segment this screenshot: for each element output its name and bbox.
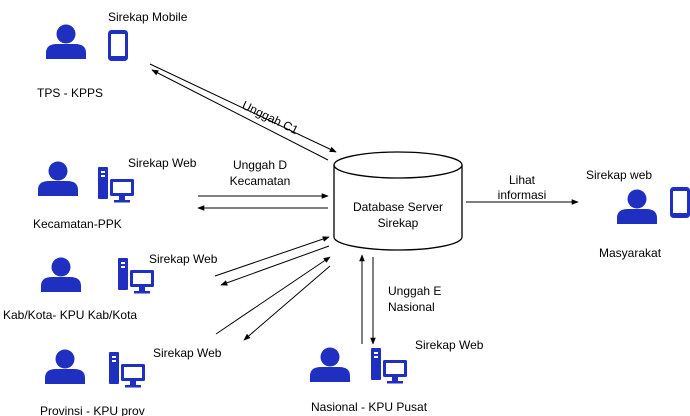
arrow-tps-to-db [149,63,337,153]
edge-label-unggah-e-line2: Nasional [388,300,435,314]
kabkota-device-label: Sirekap Web [149,252,218,266]
arrows-layer [149,63,579,345]
user-icon [41,257,81,292]
edge-label-unggah-e: Unggah E Nasional [388,284,441,314]
user-icon [310,347,350,382]
arrow-provinsi-to-db [215,256,331,335]
masyarakat-device-label: Sirekap web [586,168,653,182]
edge-label-lihat-informasi: Lihat informasi [482,173,562,202]
database-label-line2: Sirekap [377,216,419,230]
user-icon [38,161,78,196]
arrow-db-to-provinsi [243,265,331,341]
mobile-icon [670,187,690,218]
masyarakat-name-label: Masyarakat [599,246,662,260]
user-icon [45,349,85,384]
tps-name-label: TPS - KPPS [37,86,104,100]
computer-icon [98,167,134,203]
computer-icon [109,352,145,388]
edge-label-unggah-d-line1: Unggah D [232,158,288,172]
database-icon [333,151,463,251]
nasional-name-label: Nasional - KPU Pusat [311,400,428,414]
edge-label-unggah-d: Unggah D Kecamatan [212,158,308,188]
arrow-db-to-kabkota [220,245,330,286]
edge-label-lihat-line2: informasi [497,188,547,202]
user-icon [46,24,86,59]
mobile-icon [108,30,128,61]
computer-icon [371,348,407,384]
edge-label-unggah-e-line1: Unggah E [388,284,442,298]
provinsi-name-label: Provinsi - KPU prov [40,404,145,416]
arrow-kabkota-to-db [214,236,330,277]
tps-device-label: Sirekap Mobile [108,10,188,24]
kabkota-name-label: Kab/Kota- KPU Kab/Kota [3,308,138,322]
kecamatan-name-label: Kecamatan-PPK [33,217,122,231]
database-label-line1: Database Server [352,200,444,214]
edge-label-unggah-d-line2: Kecamatan [229,174,291,188]
provinsi-device-label: Sirekap Web [153,346,222,360]
kecamatan-device-label: Sirekap Web [128,156,197,170]
edge-label-lihat-line1: Lihat [508,173,536,187]
nasional-device-label: Sirekap Web [415,338,484,352]
arrow-db-to-tps [151,69,329,161]
user-icon [617,189,657,224]
database-label: Database Server Sirekap [340,200,456,230]
